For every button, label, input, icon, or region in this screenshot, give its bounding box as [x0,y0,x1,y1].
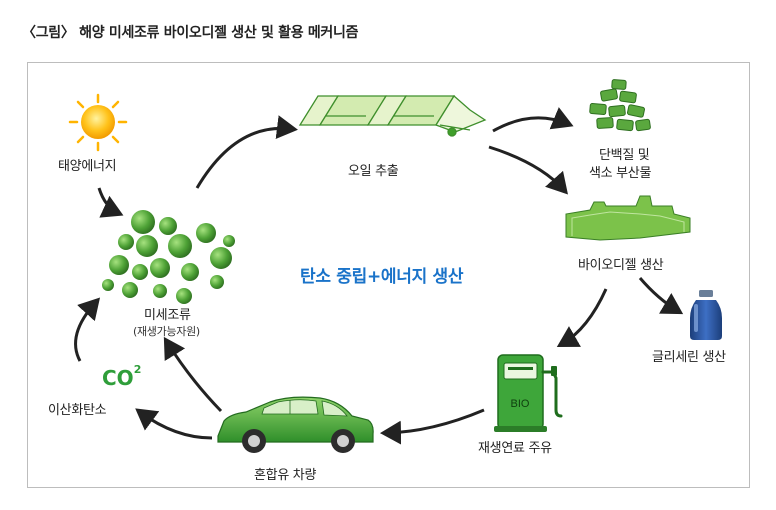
hybrid-car-icon [217,396,374,453]
label-biodiesel: 바이오디젤 생산 [578,258,664,273]
sun-icon [68,93,128,152]
label-glycerin: 글리세린 생산 [652,350,726,365]
co2-subscript: 2 [133,363,142,377]
figure-title: 〈그림〉 해양 미세조류 바이오디젤 생산 및 활용 메커니즘 [22,25,359,41]
arrow-car-to-algae [163,336,223,413]
label-car: 혼합유 차량 [254,468,317,483]
co2-base: CO [102,366,134,390]
arrow-oil-to-protein [492,107,574,133]
arrow-biodiesel-to-glycerin [638,277,684,315]
label-solar-energy: 태양에너지 [58,159,117,174]
fuel-pump-icon: BIO [494,354,563,432]
center-caption: 탄소 중립+에너지 생산 [300,267,464,287]
arrow-algae-to-oil [195,115,298,189]
pump-label: BIO [511,398,530,410]
co2-formula: CO2 [102,363,142,390]
label-microalgae-sub: (재생가능자원) [133,325,200,338]
label-co2: 이산화탄소 [48,403,107,418]
label-protein-line2: 색소 부산물 [589,166,652,181]
glycerin-bottle-icon [690,290,722,340]
microalgae-cells-icon [102,210,235,304]
label-oil-extraction: 오일 추출 [348,164,399,179]
arrow-biodiesel-to-fueling [556,288,608,348]
arrow-car-to-co2 [135,408,213,440]
arrow-co2-to-algae [74,297,101,362]
label-fueling: 재생연료 주유 [478,441,552,456]
label-microalgae: 미세조류 [144,308,191,323]
flow-arrows [74,107,684,445]
oil-extraction-icon [298,95,487,137]
diagram-frame [27,62,750,488]
protein-pigment-icon [589,79,651,132]
arrow-fueling-to-car [380,408,485,445]
arrow-oil-to-biodiesel [488,145,568,195]
biodiesel-plant-icon [565,195,691,241]
label-protein-line1: 단백질 및 [599,148,650,163]
arrow-solar-to-algae [97,187,124,218]
